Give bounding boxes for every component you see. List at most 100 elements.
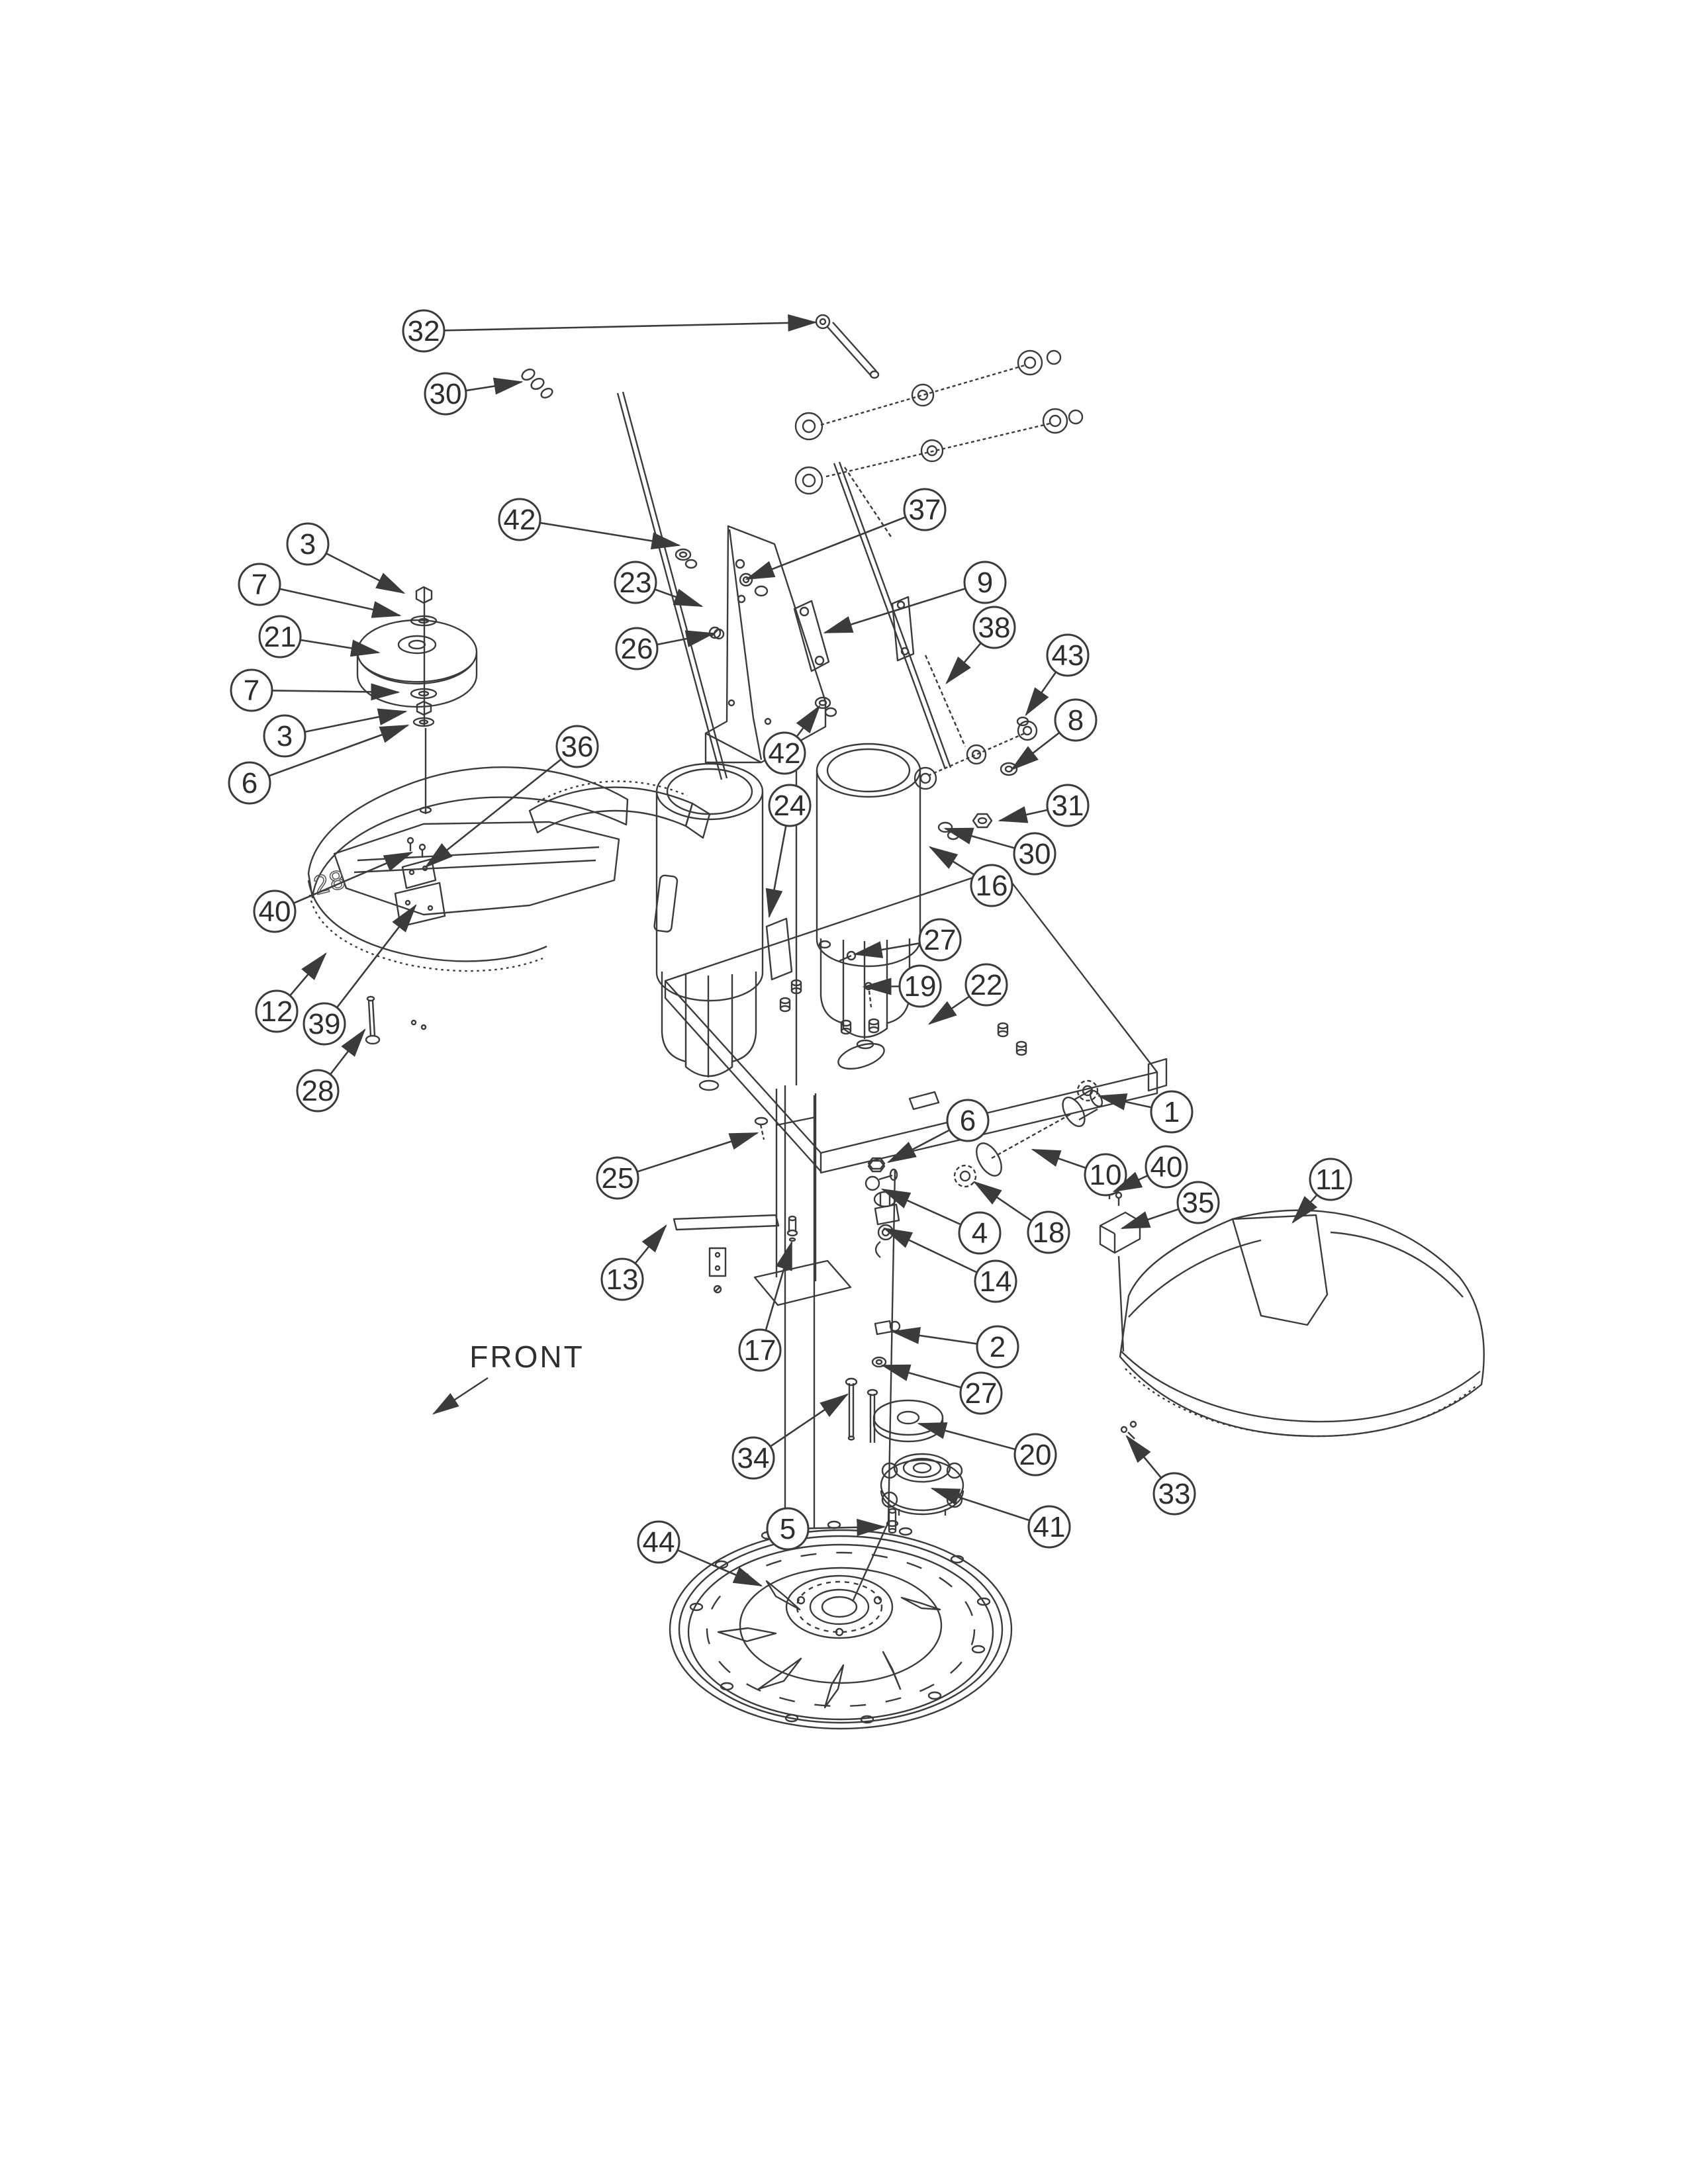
callout-circle <box>555 725 599 768</box>
callout-27: 27 <box>853 918 962 962</box>
callout-number: 38 <box>978 612 1011 644</box>
callout-43: 43 <box>1025 633 1090 717</box>
leader-line <box>882 1227 978 1273</box>
callout-number: 14 <box>980 1265 1012 1298</box>
callout-2: 2 <box>890 1325 1019 1369</box>
hose-clamp-front <box>1076 1079 1099 1102</box>
callout-number: 18 <box>1033 1216 1065 1249</box>
callout-42: 42 <box>498 498 681 550</box>
callout-number: 1 <box>1164 1096 1180 1128</box>
leader-line <box>1112 1171 1149 1193</box>
callout-26: 26 <box>615 627 716 670</box>
callout-number: 8 <box>1068 704 1084 737</box>
callout-circle <box>596 1156 639 1200</box>
callout-number: 6 <box>242 767 258 799</box>
leader-line <box>289 952 327 997</box>
callout-circle <box>1013 832 1056 876</box>
callout-number: 40 <box>259 895 291 928</box>
callout-circle <box>970 864 1013 907</box>
leader-line <box>1025 671 1057 717</box>
callout-circle <box>253 889 297 933</box>
callout-25: 25 <box>596 1132 759 1200</box>
callout-11: 11 <box>1291 1158 1352 1224</box>
callout-number: 5 <box>780 1513 796 1545</box>
callout-1: 1 <box>1097 1090 1194 1134</box>
plate-bolt <box>754 1116 769 1140</box>
callout-16: 16 <box>928 846 1013 907</box>
drain-hose <box>976 1088 1103 1177</box>
callout-number: 25 <box>602 1162 634 1195</box>
callout-circle <box>1054 698 1098 742</box>
leader-line <box>945 642 982 684</box>
leader-line <box>1125 1434 1162 1479</box>
callout-circle <box>1145 1145 1188 1189</box>
callout-circle <box>424 372 467 416</box>
callout-22: 22 <box>927 963 1008 1025</box>
callout-number: 23 <box>620 567 652 599</box>
plate-studs <box>779 979 1027 1056</box>
callout-circle <box>959 1371 1003 1415</box>
deck-bolt <box>365 995 427 1045</box>
leader-line <box>637 1132 759 1173</box>
callout-40: 40 <box>1112 1145 1188 1193</box>
callout-circle <box>1176 1181 1220 1224</box>
callout-number: 11 <box>1315 1163 1346 1196</box>
front-arrow <box>432 1377 489 1415</box>
callout-number: 12 <box>261 995 293 1028</box>
leader-line <box>329 1028 366 1075</box>
grease-fitting <box>786 1215 798 1242</box>
callout-circle <box>1150 1090 1194 1134</box>
leader-line <box>1120 1208 1180 1230</box>
leader-line <box>268 724 410 777</box>
callout-number: 3 <box>300 528 316 561</box>
callout-circle <box>898 964 942 1008</box>
callout-number: 7 <box>244 674 259 707</box>
callout-circle <box>498 498 541 541</box>
leader-line <box>972 1181 1033 1222</box>
callout-3: 3 <box>286 522 406 594</box>
leader-line <box>928 846 975 876</box>
callout-19: 19 <box>862 964 942 1008</box>
leader-line <box>823 588 966 634</box>
callout-number: 4 <box>972 1217 988 1250</box>
callout-number: 44 <box>643 1526 675 1559</box>
callout-10: 10 <box>1031 1148 1127 1197</box>
callout-37: 37 <box>745 488 947 580</box>
callout-number: 19 <box>904 970 937 1003</box>
leader-line <box>862 978 900 995</box>
leader-line <box>943 827 1015 849</box>
callout-number: 34 <box>737 1442 770 1475</box>
callout-28: 28 <box>296 1028 366 1113</box>
callout-circle <box>1046 633 1090 677</box>
leader-line <box>880 1364 962 1388</box>
callout-number: 42 <box>504 504 536 536</box>
callout-4: 4 <box>880 1188 1002 1255</box>
callout-circle <box>263 714 306 758</box>
rod-bushings <box>675 548 837 717</box>
callout-13: 13 <box>600 1224 667 1301</box>
leader-line <box>886 1129 951 1163</box>
callout-number: 31 <box>1052 790 1084 822</box>
callout-27: 27 <box>880 1364 1003 1415</box>
callout-circle <box>768 784 812 827</box>
leader-line <box>677 1549 763 1587</box>
callout-number: 41 <box>1033 1511 1066 1543</box>
caster-column <box>753 1089 852 1306</box>
callout-number: 27 <box>965 1377 998 1410</box>
callout-circle <box>286 522 330 566</box>
callout-circle <box>238 563 281 606</box>
callout-23: 23 <box>614 561 704 608</box>
callout-number: 39 <box>308 1008 341 1040</box>
callout-circle <box>255 989 299 1033</box>
callout-number: 21 <box>264 621 297 653</box>
callout-circle <box>296 1069 340 1113</box>
pivot-bushings <box>521 368 553 399</box>
leader-line <box>539 522 681 550</box>
callout-circle <box>1309 1158 1352 1201</box>
callout-3: 3 <box>263 708 408 758</box>
callout-number: 16 <box>976 870 1008 902</box>
callout-number: 26 <box>621 633 653 665</box>
leader-line <box>326 552 406 594</box>
